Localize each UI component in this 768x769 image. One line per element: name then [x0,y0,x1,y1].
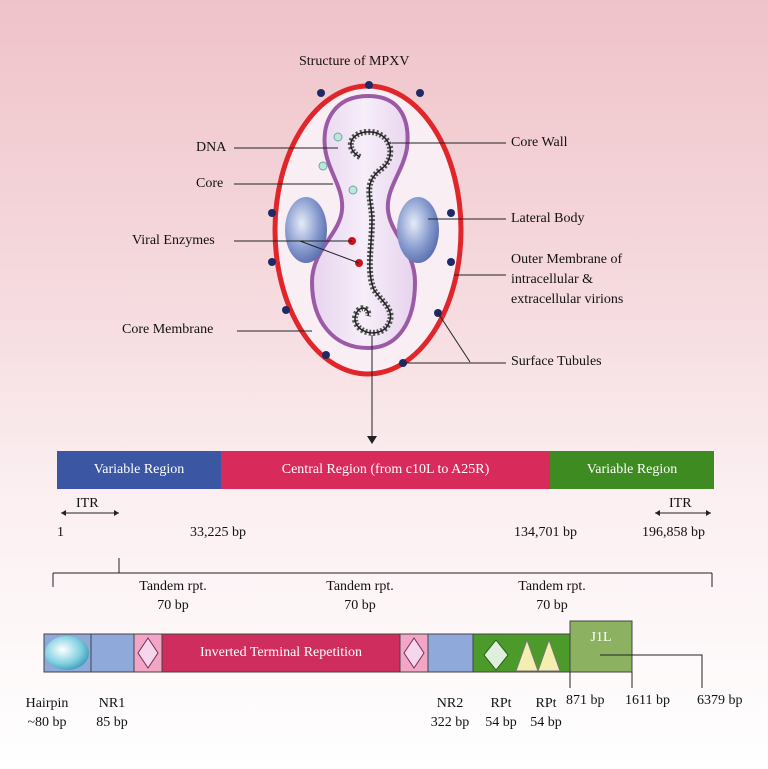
triangle-icon [515,638,539,672]
nr1-label: NR1 85 bp [82,696,142,731]
tandem-repeat-label: Tandem rpt. [139,579,207,594]
core-wall-label: Core Wall [511,135,568,150]
position-871-label: 871 bp [566,693,605,708]
tandem-repeat-3: Tandem rpt. 70 bp [497,579,607,614]
tandem-repeat-size: 70 bp [344,598,376,614]
core-membrane-label: Core Membrane [122,322,214,337]
hairpin-name: Hairpin [25,696,69,711]
viral-enzymes-label: Viral Enzymes [132,233,215,248]
itr-block-label: Inverted Terminal Repetition [199,645,363,660]
triangle-icon [537,638,561,672]
diamond-icon [137,637,159,669]
nr2-name: NR2 [436,696,464,711]
position-33225: 33,225 bp [190,525,246,540]
diagram-title: Structure of MPXV [299,54,410,69]
diamond-icon [403,637,425,669]
nr2-label: NR2 322 bp [420,696,480,731]
nr2-block [427,633,474,673]
tandem-repeat-label: Tandem rpt. [518,579,586,594]
itr-bracket [52,558,713,587]
leader-lines [234,142,506,440]
lateral-body-label: Lateral Body [511,211,585,226]
virion [268,81,464,377]
rpt-2-name: RPt [535,696,557,711]
diamond-icon [483,639,509,671]
variable-region-right: Variable Region [550,451,714,489]
tandem-repeat-size: 70 bp [536,598,568,614]
tandem-repeat-2: Tandem rpt. 70 bp [305,579,415,614]
rpt-1-name: RPt [490,696,512,711]
position-134701: 134,701 bp [514,525,577,540]
surface-tubules-label: Surface Tubules [511,354,602,369]
nr2-size: 322 bp [430,715,470,731]
j1l-label: J1L [590,630,612,645]
outer-membrane-label-3: extracellular virions [511,292,624,307]
itr-left-label: ITR [76,496,99,511]
nr1-size: 85 bp [96,715,128,731]
bp-markers [569,654,703,688]
outer-membrane-label-1: Outer Membrane of [511,252,623,267]
central-region: Central Region (from c10L to A25R) [221,451,550,489]
position-1611-label: 1611 bp [625,693,670,708]
position-196858: 196,858 bp [642,525,705,540]
rpt-2-size: 54 bp [530,715,562,731]
itr-right-label: ITR [669,496,692,511]
j1l-block [569,620,633,673]
tandem-repeat-size: 70 bp [157,598,189,614]
nr1-name: NR1 [98,696,126,711]
lateral-body-right [397,197,439,263]
core-label: Core [196,176,224,191]
itr-block [161,633,401,673]
rpt-2-label: RPt 54 bp [521,696,571,731]
rpt-1-label: RPt 54 bp [476,696,526,731]
hairpin-icon [45,636,89,670]
variable-region-left: Variable Region [57,451,221,489]
itr-detail-track [43,620,633,673]
tandem-repeat-label: Tandem rpt. [326,579,394,594]
position-start: 1 [57,525,64,540]
tandem-repeat-1: Tandem rpt. 70 bp [118,579,228,614]
position-6379-label: 6379 bp [697,693,743,708]
lateral-body-left [285,197,327,263]
dna-label: DNA [196,140,227,155]
hairpin-label: Hairpin ~80 bp [12,696,82,731]
nr1-block [90,633,135,673]
hairpin-size: ~80 bp [27,715,67,731]
rpt-1-size: 54 bp [485,715,517,731]
outer-membrane-label-2: intracellular & [511,272,594,287]
